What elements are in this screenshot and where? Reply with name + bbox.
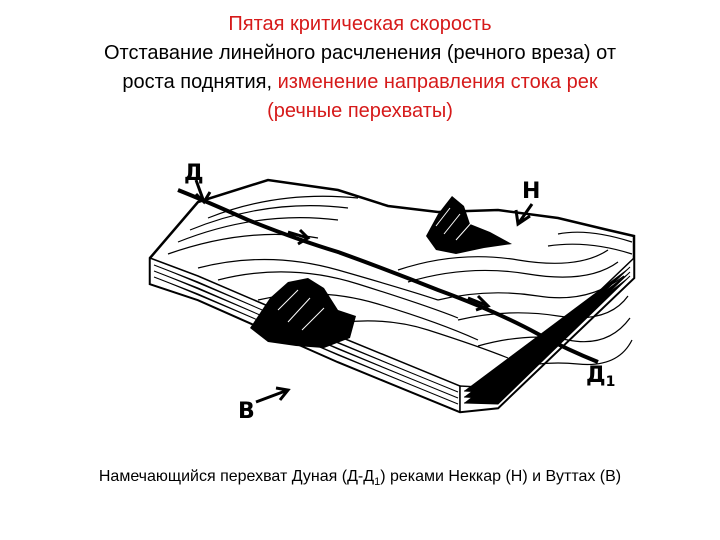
caption-sub: 1 xyxy=(374,476,381,489)
figure-caption: Намечающийся перехват Дуная (Д-Д1) рекам… xyxy=(0,468,720,488)
block-diagram-figure: Д Н В Д1 xyxy=(148,161,636,424)
label-d1-sub: 1 xyxy=(606,374,616,390)
label-v: В xyxy=(238,399,255,424)
valley-texture xyxy=(277,207,473,331)
caption-before-sub: Намечающийся перехват Дуная (Д-Д xyxy=(98,468,375,485)
label-d1-main: Д xyxy=(586,363,606,388)
title-line-3: роста поднятия, изменение направления ст… xyxy=(0,68,720,97)
slide-title: Пятая критическая скорость Отставание ли… xyxy=(0,10,720,126)
river-arrow-2 xyxy=(467,294,491,312)
label-d: Д xyxy=(184,161,204,186)
eroded-valley-wutach xyxy=(250,278,356,348)
river-danube xyxy=(177,188,599,364)
label-d1: Д1 xyxy=(586,363,615,390)
title-line-2: Отставание линейного расчленения (речног… xyxy=(103,42,616,64)
surface-hatching xyxy=(167,195,633,373)
label-n: Н xyxy=(522,179,540,204)
caption-after-sub: ) реками Неккар (Н) и Вуттах (В) xyxy=(380,468,622,485)
title-line-3-black: роста поднятия, xyxy=(122,71,273,93)
title-line-3-red: изменение направления стока рек xyxy=(272,71,598,93)
arrow-n xyxy=(514,203,534,227)
arrow-d xyxy=(194,179,212,205)
arrow-v xyxy=(255,386,291,404)
title-line-4: (речные перехваты) xyxy=(267,100,453,122)
title-line-1: Пятая критическая скорость xyxy=(228,13,492,35)
river-arrow-1 xyxy=(287,228,311,246)
